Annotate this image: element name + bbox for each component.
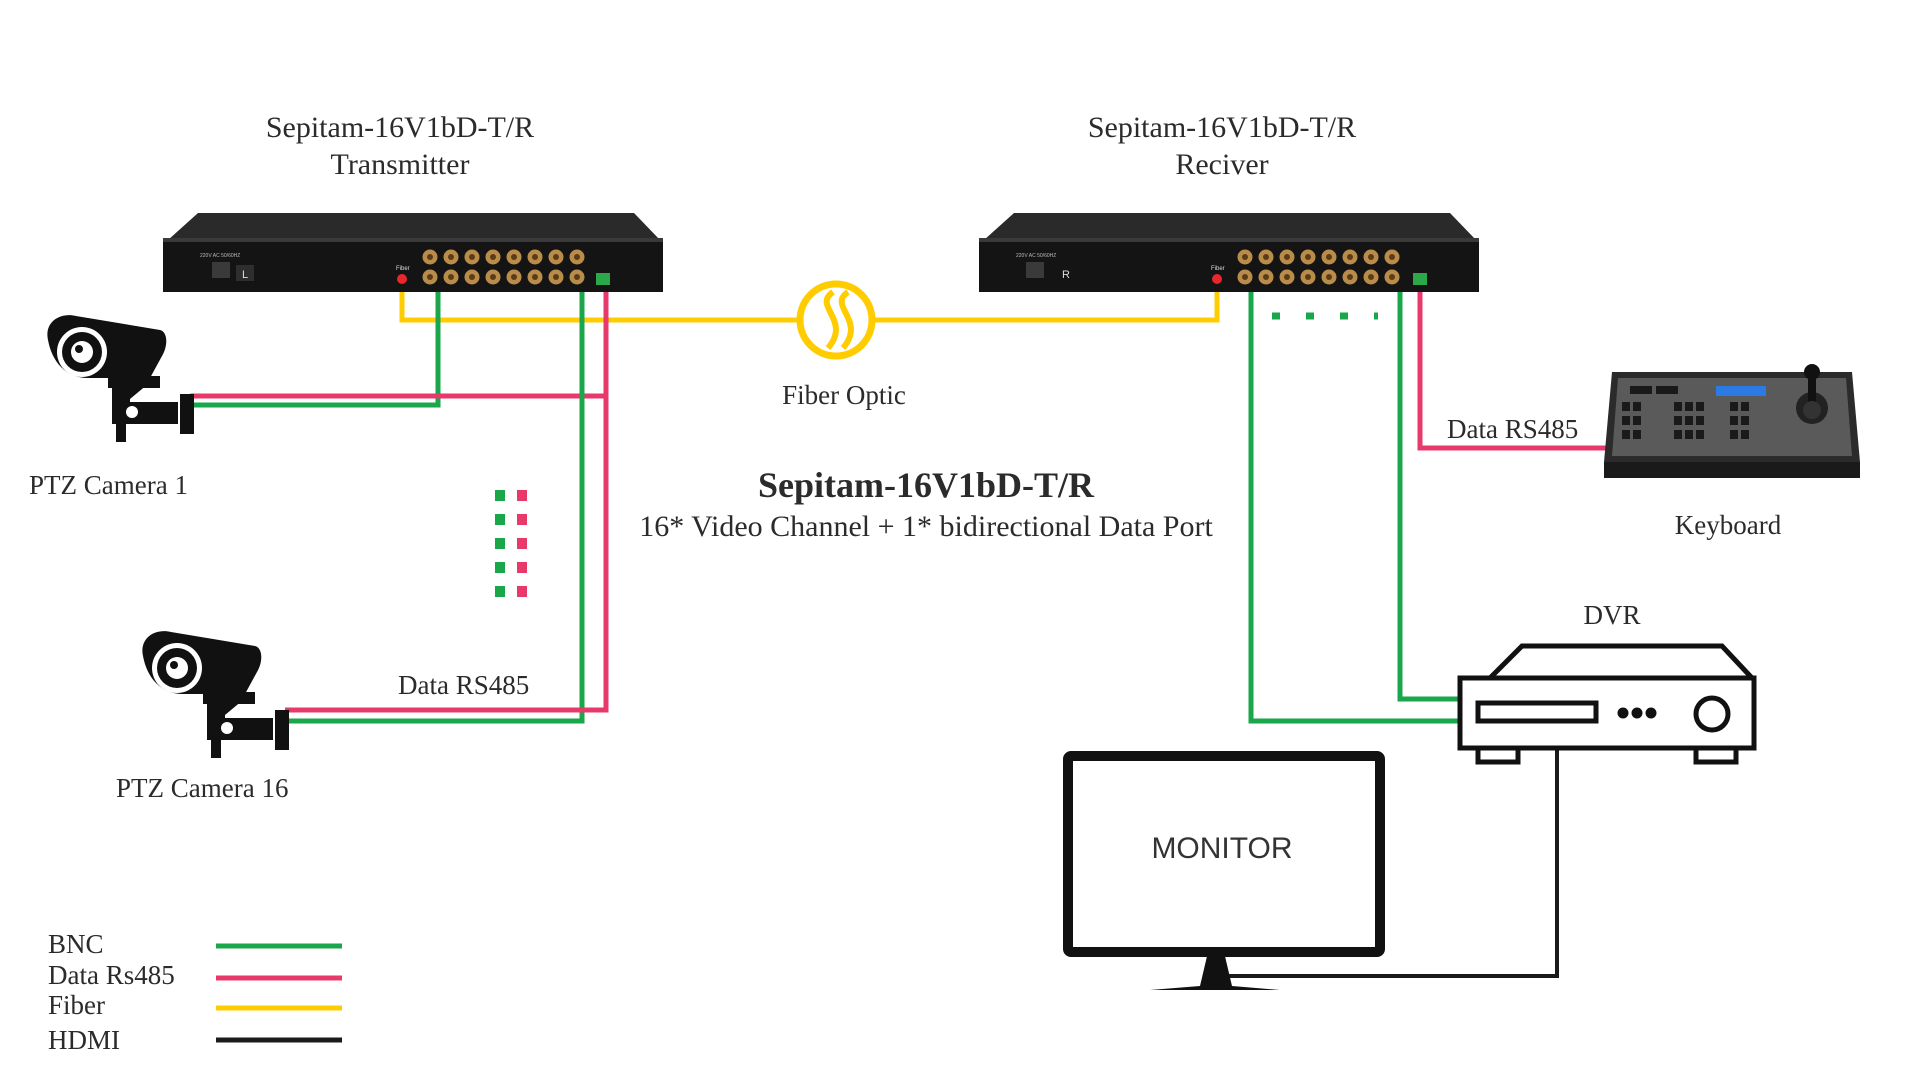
transmitter-fiber-port xyxy=(397,274,407,284)
monitor-label: MONITOR xyxy=(1151,832,1292,865)
dvr-label: DVR xyxy=(1583,600,1640,630)
keyboard-lcd xyxy=(1716,386,1766,396)
more-channels-dots xyxy=(495,490,527,598)
receiver-bnc-ports xyxy=(1237,249,1400,285)
receiver-fiber-port-label: Fiber xyxy=(1211,266,1225,272)
ptz-camera-1-icon xyxy=(47,315,194,442)
camera16-bnc-cable xyxy=(285,279,585,724)
center-subtitle: 16* Video Channel + 1* bidirectional Dat… xyxy=(639,510,1213,543)
keyboard-label: Keyboard xyxy=(1675,510,1782,540)
transmitter-model-title: Sepitam-16V1bD-T/R xyxy=(266,111,534,144)
fiber-optic-label: Fiber Optic xyxy=(782,380,906,410)
keyboard-rs485-label: Data RS485 xyxy=(1447,414,1578,444)
transmitter-power-label: 220V AC 50/60HZ xyxy=(200,253,240,259)
fiber-optic-icon xyxy=(796,280,876,360)
receiver-device: 220V AC 50/60HZ R Fiber xyxy=(979,213,1479,292)
joystick-icon xyxy=(1803,401,1821,419)
keyboard-controller-icon xyxy=(1604,364,1860,478)
ptz-camera-16-icon xyxy=(142,631,289,758)
dvr-bnc-cable-1 xyxy=(1248,279,1458,724)
transmitter-bnc-ports xyxy=(422,249,585,285)
transmitter-role-title: Transmitter xyxy=(331,148,470,181)
receiver-model-title: Sepitam-16V1bD-T/R xyxy=(1088,111,1356,144)
dvr-bnc-cable-16 xyxy=(1397,279,1458,702)
legend-label: Fiber xyxy=(48,990,105,1020)
camera1-bnc-cable xyxy=(190,279,441,408)
keyboard-rs485-cable xyxy=(1417,279,1608,451)
legend-label: HDMI xyxy=(48,1025,120,1055)
receiver-power-socket xyxy=(1026,262,1044,278)
receiver-role-title: Reciver xyxy=(1175,148,1268,181)
legend-label: Data Rs485 xyxy=(48,960,175,990)
receiver-panel-mark: R xyxy=(1062,269,1070,281)
transmitter-data-terminal xyxy=(596,273,610,285)
ptz-camera-1-label: PTZ Camera 1 xyxy=(29,470,188,500)
dvr-icon xyxy=(1457,643,1757,765)
hdmi-cable xyxy=(1215,749,1559,978)
legend-label: BNC xyxy=(48,929,104,959)
transmitter-power-socket xyxy=(212,262,230,278)
transmitter-panel-mark: L xyxy=(242,269,248,281)
transmitter-device: 220V AC 50/60HZ L Fiber xyxy=(163,213,663,292)
camera16-rs485-cable xyxy=(285,279,609,713)
receiver-data-terminal xyxy=(1413,273,1427,285)
monitor-icon xyxy=(1063,751,1385,990)
transmitter-fiber-port-label: Fiber xyxy=(396,266,410,272)
camera-rs485-label: Data RS485 xyxy=(398,670,529,700)
receiver-fiber-port xyxy=(1212,274,1222,284)
center-title: Sepitam-16V1bD-T/R xyxy=(758,465,1095,505)
fiber-cable xyxy=(399,279,1220,323)
ptz-camera-16-label: PTZ Camera 16 xyxy=(116,773,288,803)
receiver-power-label: 220V AC 50/60HZ xyxy=(1016,253,1056,259)
